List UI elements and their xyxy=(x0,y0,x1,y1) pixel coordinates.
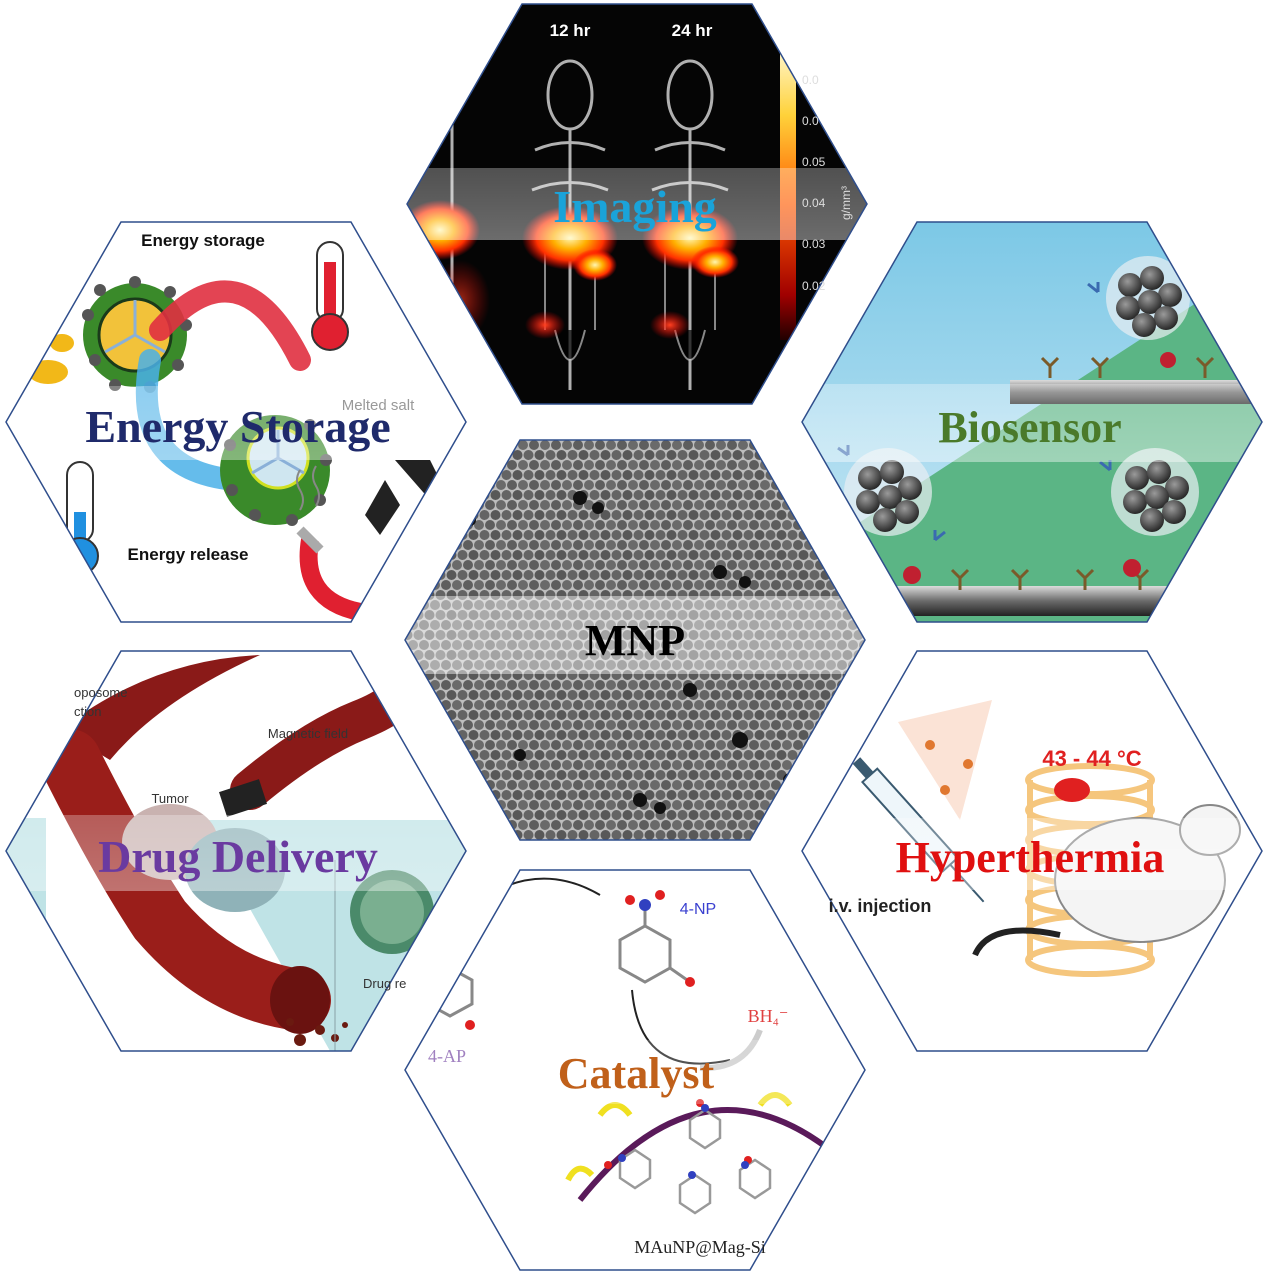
energy-storage-title: Energy Storage xyxy=(85,401,390,452)
biosensor-hexagon: Biosensor xyxy=(801,221,1263,623)
scale-tick: 0.0 xyxy=(802,73,819,87)
energy-storage-hexagon: Energy storage Melted salt Energy releas… xyxy=(5,221,467,623)
bh4-label: BH₄⁻ xyxy=(748,1006,789,1026)
scale-tick: 0.02 xyxy=(802,279,826,293)
catalyst-hexagon: 4-NP 4-AP BH₄⁻ MAuNP@Mag-Si Catalyst xyxy=(404,869,866,1271)
melted-salt-label: Melted salt xyxy=(342,397,415,414)
imaging-title: Imaging xyxy=(553,181,717,232)
time-label-12hr: 12 hr xyxy=(550,21,591,40)
liposome-label-line2: ction xyxy=(74,704,101,719)
mnp-hexagon: MNP xyxy=(404,439,866,841)
drug-delivery-hexagon: oposome ction Magnetic field Tumor Drug … xyxy=(5,650,467,1052)
tumor-label: Tumor xyxy=(151,791,189,806)
catalyst-title: Catalyst xyxy=(558,1049,715,1098)
drug-delivery-title: Drug Delivery xyxy=(98,831,378,882)
drug-release-label: Drug re xyxy=(363,976,406,991)
hyperthermia-title: Hyperthermia xyxy=(896,833,1165,882)
scale-tick: 0.04 xyxy=(802,196,826,210)
scale-tick: 0.0 xyxy=(802,114,819,128)
4np-label: 4-NP xyxy=(680,901,716,918)
imaging-hexagon: 12 hr 24 hr 0.0 0.0 0.05 0.04 0.03 0.02 … xyxy=(406,3,868,405)
scale-tick: 0.03 xyxy=(802,237,826,251)
support-label: MAuNP@Mag-Si xyxy=(634,1237,766,1257)
mnp-title: MNP xyxy=(585,616,685,665)
hyperthermia-hexagon: 43 - 44 °C i.v. injection Hyperthermia xyxy=(801,650,1263,1052)
temperature-label: 43 - 44 °C xyxy=(1042,746,1141,771)
scale-unit: g/mm³ xyxy=(839,186,853,220)
energy-release-label: Energy release xyxy=(128,545,249,564)
scale-tick: 0.05 xyxy=(802,155,826,169)
magnetic-field-label: Magnetic field xyxy=(268,726,348,741)
energy-storage-label: Energy storage xyxy=(141,231,265,250)
biosensor-title: Biosensor xyxy=(938,403,1121,452)
time-label-24hr: 24 hr xyxy=(672,21,713,40)
injection-label: i.v. injection xyxy=(829,896,932,916)
liposome-label-line1: oposome xyxy=(74,685,127,700)
4ap-label: 4-AP xyxy=(428,1046,466,1066)
